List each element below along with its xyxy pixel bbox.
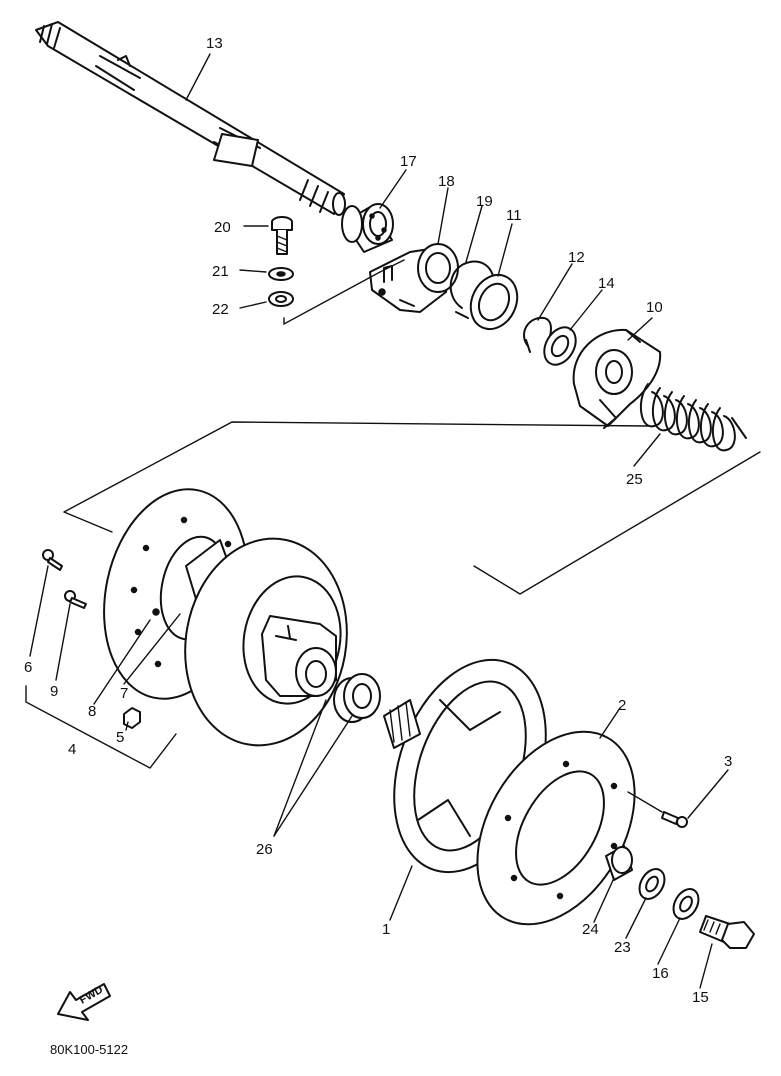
spacer-part [605,845,633,881]
callout-23: 23 [614,939,631,956]
callout-21: 21 [212,263,229,280]
washer-part [638,868,666,900]
callout-10: 10 [646,299,663,316]
callout-22: 22 [212,301,229,318]
fwd-arrow-icon: FWD [57,983,111,1021]
callout-17: 17 [400,153,417,170]
bolt-part [699,915,755,949]
callout-13: 13 [206,35,223,52]
callout-9: 9 [50,683,58,700]
callout-18: 18 [438,173,455,190]
drawing-code: 80K100-5122 [50,1042,128,1057]
flat-washer-part [268,291,294,307]
callout-2: 2 [618,697,626,714]
assembly-outline [63,421,761,595]
shaft-part [35,21,346,216]
bolt-part [271,216,293,255]
callout-25: 25 [626,471,643,488]
callout-11: 11 [506,207,522,224]
washer-part [672,888,700,920]
group-bracket-line [25,685,177,769]
bearing-part [341,203,394,253]
callout-8: 8 [88,703,96,720]
leader-lines [29,53,729,989]
callout-12: 12 [568,249,585,266]
callout-24: 24 [582,921,599,938]
screw-part [64,590,87,609]
bushing-part [333,673,381,723]
spring-part [639,383,747,452]
lock-washer-part [268,267,294,281]
bracket-part [369,243,459,313]
callout-14: 14 [598,275,615,292]
callout-15: 15 [692,989,709,1006]
callout-4: 4 [68,741,76,758]
callout-19: 19 [476,193,493,210]
callout-26: 26 [256,841,273,858]
nut-part [123,707,141,729]
callout-6: 6 [24,659,32,676]
screw-part [42,549,63,571]
bracket-assembly-line [283,259,405,326]
drive-plate-part [476,730,636,926]
callout-1: 1 [382,921,390,938]
callout-5: 5 [116,729,124,746]
small-washer-part [543,326,577,366]
callout-7: 7 [120,685,128,702]
washer-part [469,273,519,331]
movable-sheave-part [184,537,348,747]
screw-part [627,791,688,828]
cam-part [572,328,662,429]
callout-16: 16 [652,965,669,982]
callout-20: 20 [214,219,231,236]
callout-3: 3 [724,753,732,770]
